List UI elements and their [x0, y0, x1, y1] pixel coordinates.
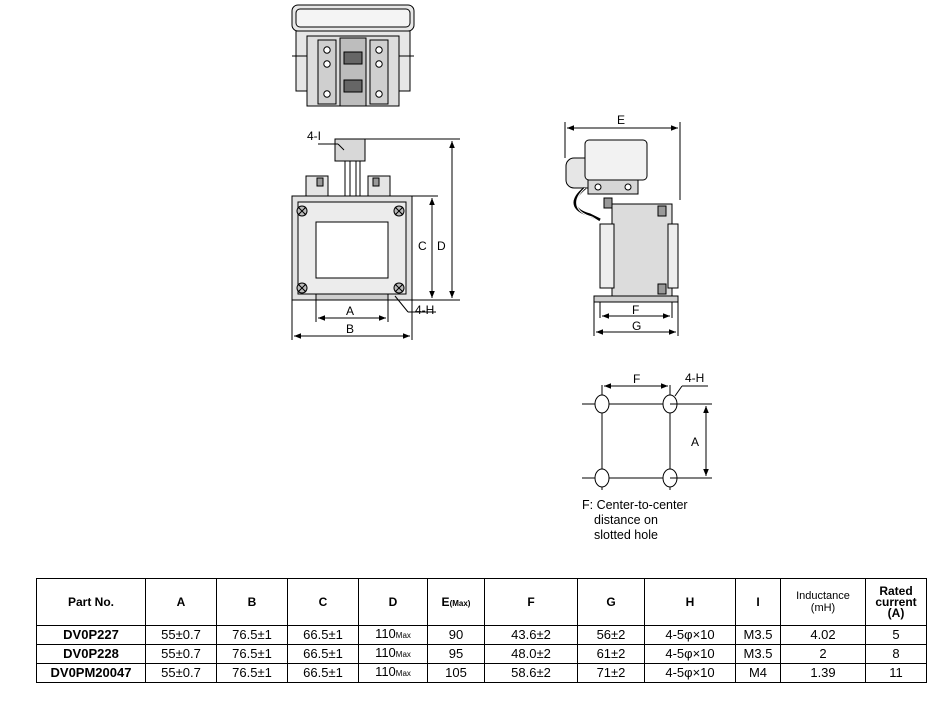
header-h: H — [644, 578, 736, 626]
header-inductance-l1: Inductance — [796, 590, 850, 602]
label-a-front: A — [346, 304, 354, 318]
header-inductance-l2: (mH) — [810, 602, 836, 614]
cell-rated: 8 — [865, 644, 927, 664]
header-g: G — [577, 578, 645, 626]
cell-i: M3.5 — [735, 644, 781, 664]
header-inductance: Inductance (mH) — [780, 578, 866, 626]
cell-d-value: 110 — [375, 664, 396, 679]
cell-f: 43.6±2 — [484, 625, 578, 645]
cell-g: 61±2 — [577, 644, 645, 664]
label-d: D — [437, 239, 446, 253]
header-i: I — [735, 578, 781, 626]
cell-inductance: 1.39 — [780, 663, 866, 683]
cell-i: M4 — [735, 663, 781, 683]
header-b: B — [216, 578, 288, 626]
side-view — [564, 122, 681, 336]
header-rated-l1: Rated — [879, 583, 913, 598]
label-b: B — [346, 322, 354, 336]
label-f-side: F — [632, 303, 639, 317]
mounting-pattern — [582, 383, 712, 490]
header-e-label: E — [441, 595, 450, 609]
reactor-drawing: 4-I C D A B 4-H E F G — [291, 4, 712, 490]
cell-h: 4-5φ×10 — [644, 644, 736, 664]
note-line-3: slotted hole — [594, 528, 658, 542]
cell-f: 58.6±2 — [484, 663, 578, 683]
header-rated-l3: (A) — [887, 605, 905, 620]
label-f-hole: F — [633, 372, 640, 386]
cell-part: DV0P227 — [36, 625, 146, 645]
cell-e: 105 — [427, 663, 485, 683]
cell-a: 55±0.7 — [145, 663, 217, 683]
cell-b: 76.5±1 — [216, 644, 288, 664]
note-line-1: F: Center-to-center — [582, 498, 688, 512]
cell-inductance: 2 — [780, 644, 866, 664]
cell-d-value: 110 — [375, 645, 396, 660]
cell-rated: 11 — [865, 663, 927, 683]
cell-c: 66.5±1 — [287, 625, 359, 645]
label-4-h-hole: 4-H — [685, 371, 704, 385]
label-g: G — [632, 319, 641, 333]
label-4-i: 4-I — [307, 129, 321, 143]
header-rated-l2: current — [875, 594, 917, 609]
header-rated: Rated current (A) — [865, 578, 927, 626]
cell-d: 110Max — [358, 663, 428, 683]
cell-b: 76.5±1 — [216, 625, 288, 645]
cell-g: 71±2 — [577, 663, 645, 683]
header-d: D — [358, 578, 428, 626]
cell-a: 55±0.7 — [145, 644, 217, 664]
cell-g: 56±2 — [577, 625, 645, 645]
cell-inductance: 4.02 — [780, 625, 866, 645]
cell-d: 110Max — [358, 644, 428, 664]
header-e-sub: (Max) — [449, 599, 471, 608]
header-c: C — [287, 578, 359, 626]
cell-d-sub: Max — [395, 650, 411, 659]
spec-table: Part No. A B C D E(Max) F G H I Inductan… — [36, 578, 927, 683]
table-row: DV0P227 55±0.7 76.5±1 66.5±1 110Max 90 4… — [36, 625, 927, 645]
table-row: DV0P228 55±0.7 76.5±1 66.5±1 110Max 95 4… — [36, 644, 927, 664]
cell-a: 55±0.7 — [145, 625, 217, 645]
label-c: C — [418, 239, 427, 253]
cell-d-sub: Max — [395, 669, 411, 678]
cell-e: 95 — [427, 644, 485, 664]
label-4-h-front: 4-H — [415, 303, 434, 317]
cell-e: 90 — [427, 625, 485, 645]
cell-d-value: 110 — [375, 626, 396, 641]
cell-d: 110Max — [358, 625, 428, 645]
cell-c: 66.5±1 — [287, 644, 359, 664]
cell-rated: 5 — [865, 625, 927, 645]
front-view — [291, 138, 460, 340]
cell-d-sub: Max — [395, 631, 411, 640]
cell-h: 4-5φ×10 — [644, 625, 736, 645]
center-distance-note: F: Center-to-center distance on slotted … — [582, 498, 742, 543]
top-view — [291, 4, 415, 107]
header-part-no: Part No. — [36, 578, 146, 626]
cell-i: M3.5 — [735, 625, 781, 645]
header-a: A — [145, 578, 217, 626]
label-e: E — [617, 113, 625, 127]
cell-part: DV0P228 — [36, 644, 146, 664]
cell-h: 4-5φ×10 — [644, 663, 736, 683]
note-line-2: distance on — [594, 513, 658, 527]
cell-part: DV0PM20047 — [36, 663, 146, 683]
cell-b: 76.5±1 — [216, 663, 288, 683]
label-a-hole: A — [691, 435, 699, 449]
table-row: DV0PM20047 55±0.7 76.5±1 66.5±1 110Max 1… — [36, 663, 927, 683]
cell-f: 48.0±2 — [484, 644, 578, 664]
table-header-row: Part No. A B C D E(Max) F G H I Inductan… — [36, 578, 927, 626]
header-f: F — [484, 578, 578, 626]
cell-c: 66.5±1 — [287, 663, 359, 683]
header-e: E(Max) — [427, 578, 485, 626]
